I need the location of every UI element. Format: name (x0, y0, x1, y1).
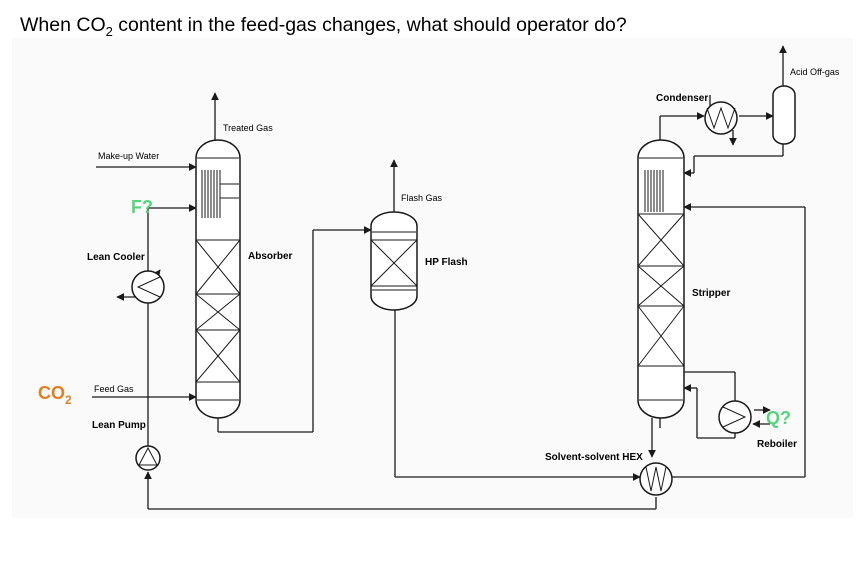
hp-flash-drum (370, 211, 418, 311)
treated-gas-label: Treated Gas (223, 123, 273, 133)
solvent-solvent-hex (639, 462, 673, 496)
hex-label: Solvent-solvent HEX (545, 452, 643, 463)
stripper-label: Stripper (692, 288, 730, 299)
co2-annotation: CO2 (38, 383, 72, 407)
heat-question-annotation: Q? (766, 408, 791, 428)
absorber-label: Absorber (248, 251, 293, 262)
stripper-column (637, 139, 685, 419)
flow-question-annotation: F? (131, 197, 153, 217)
condenser-label: Condenser (656, 93, 708, 104)
reboiler-label: Reboiler (757, 439, 797, 450)
acid-offgas-label: Acid Off-gas (790, 67, 840, 77)
makeup-water-label: Make-up Water (98, 151, 159, 161)
lean-pump (135, 445, 161, 471)
page-title: When CO2 content in the feed-gas changes… (20, 14, 627, 39)
condenser (704, 101, 738, 135)
flash-gas-label: Flash Gas (401, 193, 443, 203)
lean-cooler (131, 270, 165, 304)
reflux-accumulator (772, 85, 796, 145)
piping (92, 45, 806, 510)
reboiler (718, 400, 752, 434)
lean-pump-label: Lean Pump (92, 420, 146, 431)
absorber-column (195, 139, 241, 419)
hp-flash-label: HP Flash (425, 257, 468, 268)
feed-gas-label: Feed Gas (94, 384, 134, 394)
lean-cooler-label: Lean Cooler (87, 252, 145, 263)
